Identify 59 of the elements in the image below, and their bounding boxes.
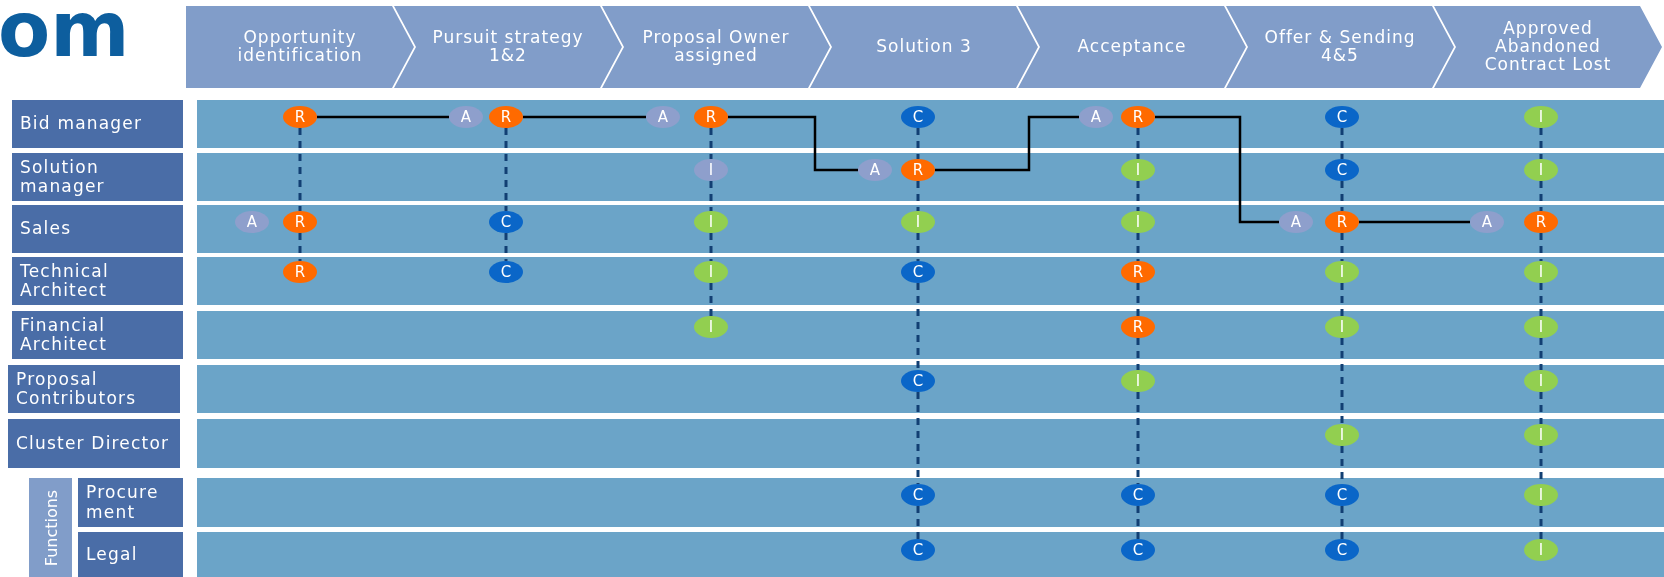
dashed-connector	[1539, 338, 1543, 370]
dashed-connector	[1539, 128, 1543, 159]
dashed-connector	[709, 181, 713, 211]
group-name: Functions	[41, 489, 60, 566]
role-label: Proposal Contributors	[8, 365, 180, 413]
dashed-connector	[916, 128, 920, 159]
role-label: Cluster Director	[8, 419, 180, 468]
dashed-connector	[1340, 181, 1344, 211]
dashed-connector	[1136, 338, 1140, 370]
dashed-connector	[1539, 506, 1543, 539]
dashed-connector	[1136, 233, 1140, 261]
dashed-connector	[1136, 128, 1140, 159]
dashed-connector	[1340, 338, 1344, 424]
dashed-connector	[1539, 181, 1543, 211]
dashed-connector	[298, 128, 302, 211]
process-stage-header: Pursuit strategy 1&2	[394, 6, 622, 88]
dashed-connector	[1136, 506, 1140, 539]
process-stage-header: Proposal Owner assigned	[602, 6, 830, 88]
process-stage-header: Offer & Sending 4&5	[1226, 6, 1454, 88]
role-label: Bid manager	[12, 100, 183, 148]
dashed-connector	[1136, 392, 1140, 484]
handoff-line	[523, 115, 646, 119]
dashed-connector	[1340, 283, 1344, 316]
role-label: Procure ment	[78, 478, 183, 527]
handoff-line	[1155, 115, 1279, 224]
process-stage-header: Solution 3	[810, 6, 1038, 88]
dashed-connector	[709, 283, 713, 316]
role-label: Legal	[78, 532, 183, 577]
dashed-connector	[298, 233, 302, 261]
dashed-connector	[1340, 233, 1344, 261]
handoff-line	[1359, 220, 1470, 224]
dashed-connector	[916, 181, 920, 211]
process-stage-header: Opportunity identification	[186, 6, 414, 88]
title-fragment: om	[0, 0, 130, 68]
role-label: Solution manager	[12, 153, 183, 201]
handoff-line	[317, 115, 449, 119]
role-label: Sales	[12, 205, 183, 253]
dashed-connector	[709, 128, 713, 159]
dashed-connector	[916, 233, 920, 261]
dashed-connector	[1539, 233, 1543, 261]
dashed-connector	[1340, 506, 1344, 539]
dashed-connector	[504, 233, 508, 261]
process-stage-header: Acceptance	[1018, 6, 1246, 88]
dashed-connector	[1136, 181, 1140, 211]
dashed-connector	[916, 506, 920, 539]
dashed-connector	[709, 233, 713, 261]
dashed-connector	[1340, 128, 1344, 159]
dashed-connector	[1539, 392, 1543, 424]
role-label: Technical Architect	[12, 257, 183, 305]
process-stage-header: Approved Abandoned Contract Lost	[1434, 6, 1662, 88]
handoff-line	[935, 115, 1079, 172]
dashed-connector	[916, 392, 920, 484]
group-label	[29, 478, 72, 577]
handoff-line	[728, 115, 858, 172]
dashed-connector	[504, 128, 508, 211]
role-label: Financial Architect	[12, 311, 183, 359]
dashed-connector	[1136, 283, 1140, 316]
dashed-connector	[1539, 283, 1543, 316]
dashed-connector	[916, 283, 920, 370]
